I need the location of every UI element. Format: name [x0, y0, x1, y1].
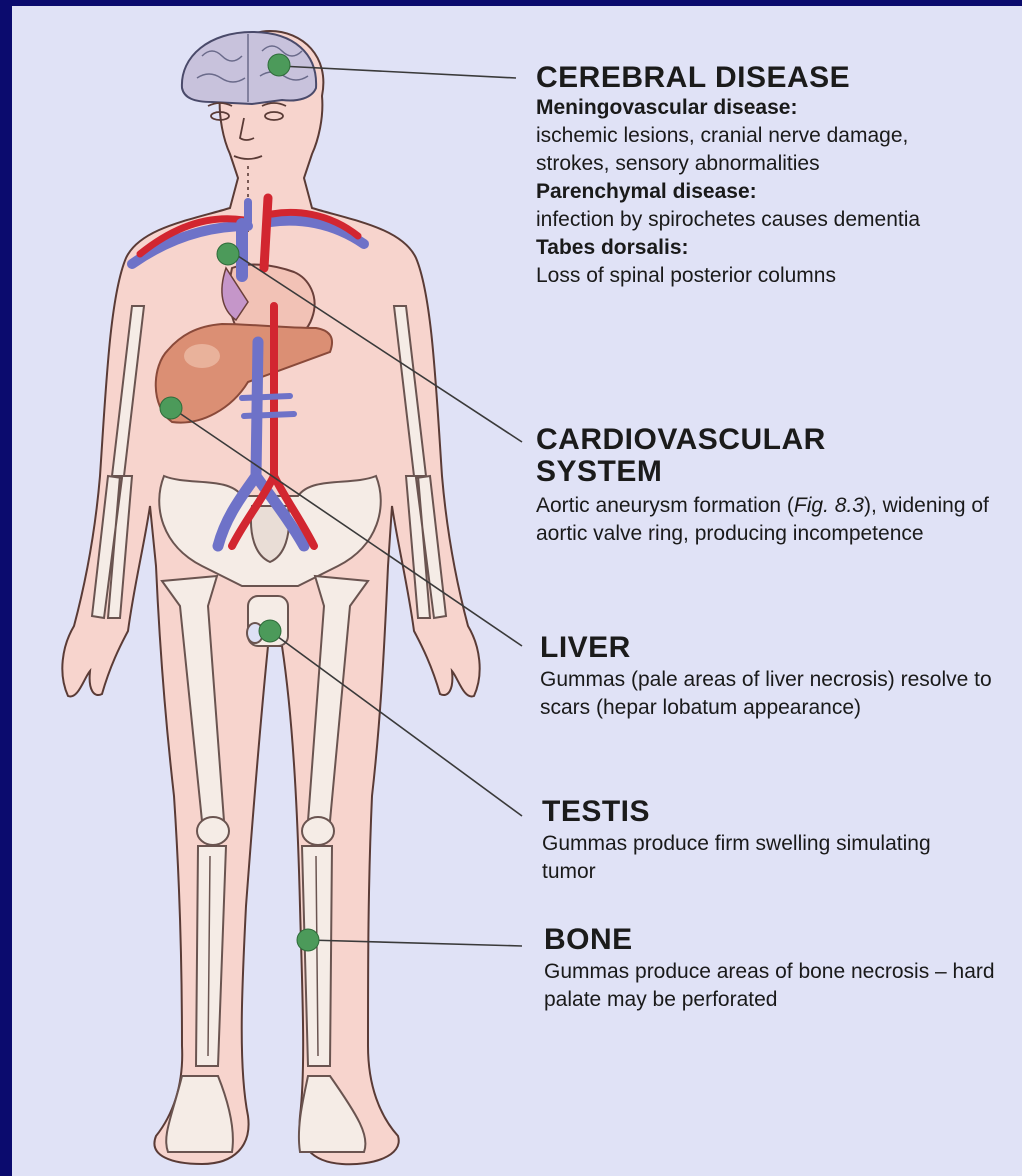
lesion-dot-bone	[297, 929, 319, 951]
lesion-dot-liver	[160, 397, 182, 419]
cardiovascular-heading-line1: CARDIOVASCULAR	[536, 424, 1016, 456]
cerebral-disease-section: CEREBRAL DISEASE Meningovascular disease…	[536, 62, 1006, 290]
lesion-dot-testis	[259, 620, 281, 642]
cardiovascular-section: CARDIOVASCULAR SYSTEM Aortic aneurysm fo…	[536, 424, 1016, 548]
fig-reference: Fig. 8.3	[794, 494, 864, 517]
lesion-dot-cardiovascular	[217, 243, 239, 265]
brain	[182, 32, 316, 104]
cardiovascular-text: Aortic aneurysm formation (Fig. 8.3), wi…	[536, 492, 1014, 548]
lesion-dot-cerebral	[268, 54, 290, 76]
meningovascular-text: ischemic lesions, cranial nerve damage, …	[536, 122, 984, 178]
tabes-dorsalis-subheading: Tabes dorsalis:	[536, 234, 1006, 262]
parenchymal-subheading: Parenchymal disease:	[536, 178, 1006, 206]
cardiovascular-text-pre: Aortic aneurysm formation (	[536, 494, 794, 517]
parenchymal-text: infection by spirochetes causes dementia	[536, 206, 984, 234]
liver-text: Gummas (pale areas of liver necrosis) re…	[540, 666, 1010, 722]
testis-section: TESTIS Gummas produce firm swelling simu…	[542, 796, 992, 886]
liver-heading: LIVER	[540, 632, 1010, 664]
tabes-dorsalis-text: Loss of spinal posterior columns	[536, 262, 1006, 290]
cerebral-disease-heading: CEREBRAL DISEASE	[536, 62, 1006, 94]
bone-heading: BONE	[544, 924, 1004, 956]
testis-text: Gummas produce firm swelling simulating …	[542, 830, 982, 886]
slide: CEREBRAL DISEASE Meningovascular disease…	[12, 6, 1022, 1176]
bone-section: BONE Gummas produce areas of bone necros…	[544, 924, 1004, 1014]
testis-heading: TESTIS	[542, 796, 992, 828]
liver-section: LIVER Gummas (pale areas of liver necros…	[540, 632, 1010, 722]
meningovascular-subheading: Meningovascular disease:	[536, 94, 1006, 122]
bone-text: Gummas produce areas of bone necrosis – …	[544, 958, 1000, 1014]
cardiovascular-heading-line2: SYSTEM	[536, 456, 1016, 488]
